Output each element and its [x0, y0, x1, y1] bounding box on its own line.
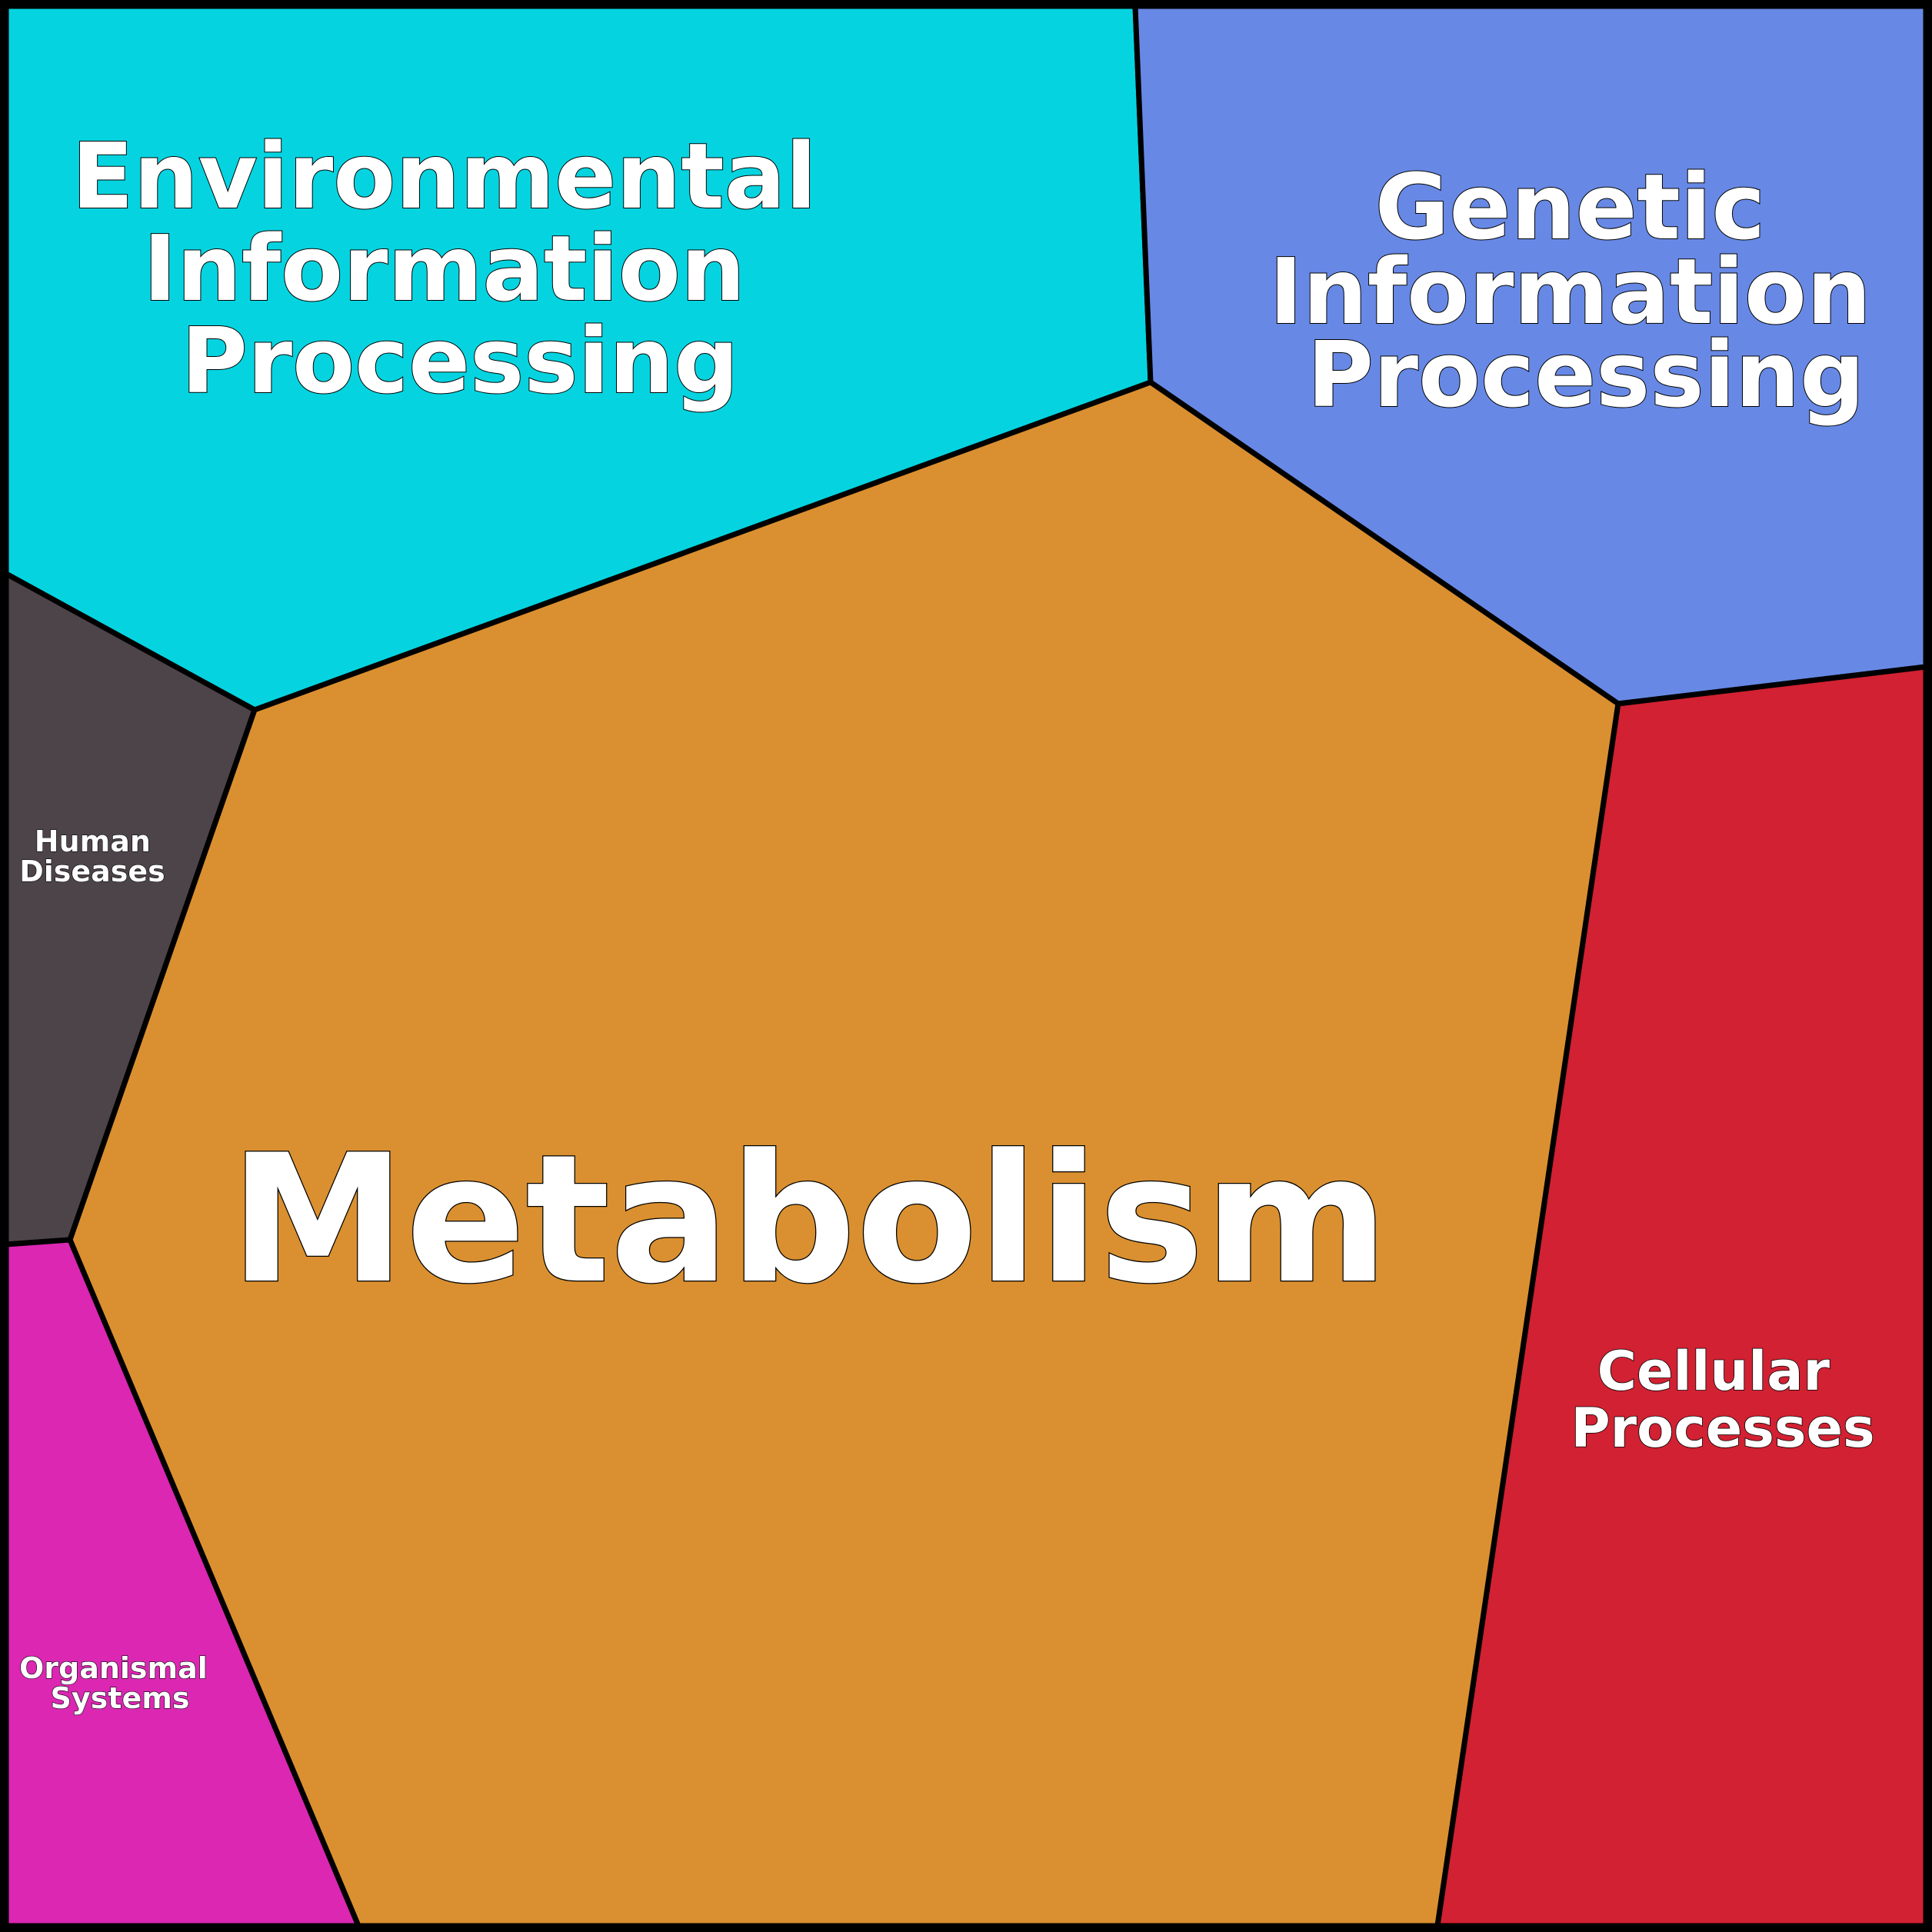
genetic-label-line-2: Information — [1269, 238, 1871, 345]
organismal-label-line-2: Systems — [51, 1681, 190, 1715]
region-genetic-information-processing[interactable]: Genetic Information Processing — [1132, 3, 1929, 707]
human-diseases-label-line-1: Human — [35, 824, 151, 858]
genetic-label-line-1: Genetic — [1375, 154, 1766, 260]
region-cellular-processes[interactable]: Cellular Processes — [1434, 664, 1929, 1929]
human-diseases-label: Human Diseases — [19, 824, 165, 888]
cellular-label-line-2: Processes — [1571, 1397, 1874, 1460]
cellular-label-line-1: Cellular — [1597, 1340, 1830, 1403]
organismal-label: Organismal Systems — [19, 1651, 218, 1715]
organismal-label-line-1: Organismal — [19, 1651, 208, 1685]
cellular-label: Cellular Processes — [1571, 1340, 1874, 1460]
metabolism-label: Metabolism — [230, 1118, 1389, 1323]
human-diseases-label-line-2: Diseases — [19, 854, 165, 888]
metabolism-label-line-1: Metabolism — [230, 1118, 1389, 1323]
environmental-label-line-2: Information — [143, 215, 745, 321]
environmental-label-line-3: Processing — [181, 308, 738, 414]
environmental-label-line-1: Environmental — [72, 123, 817, 229]
genetic-label: Genetic Information Processing — [1269, 154, 1903, 428]
environmental-label: Environmental Information Processing — [72, 123, 848, 414]
genetic-label-line-3: Processing — [1307, 321, 1864, 428]
